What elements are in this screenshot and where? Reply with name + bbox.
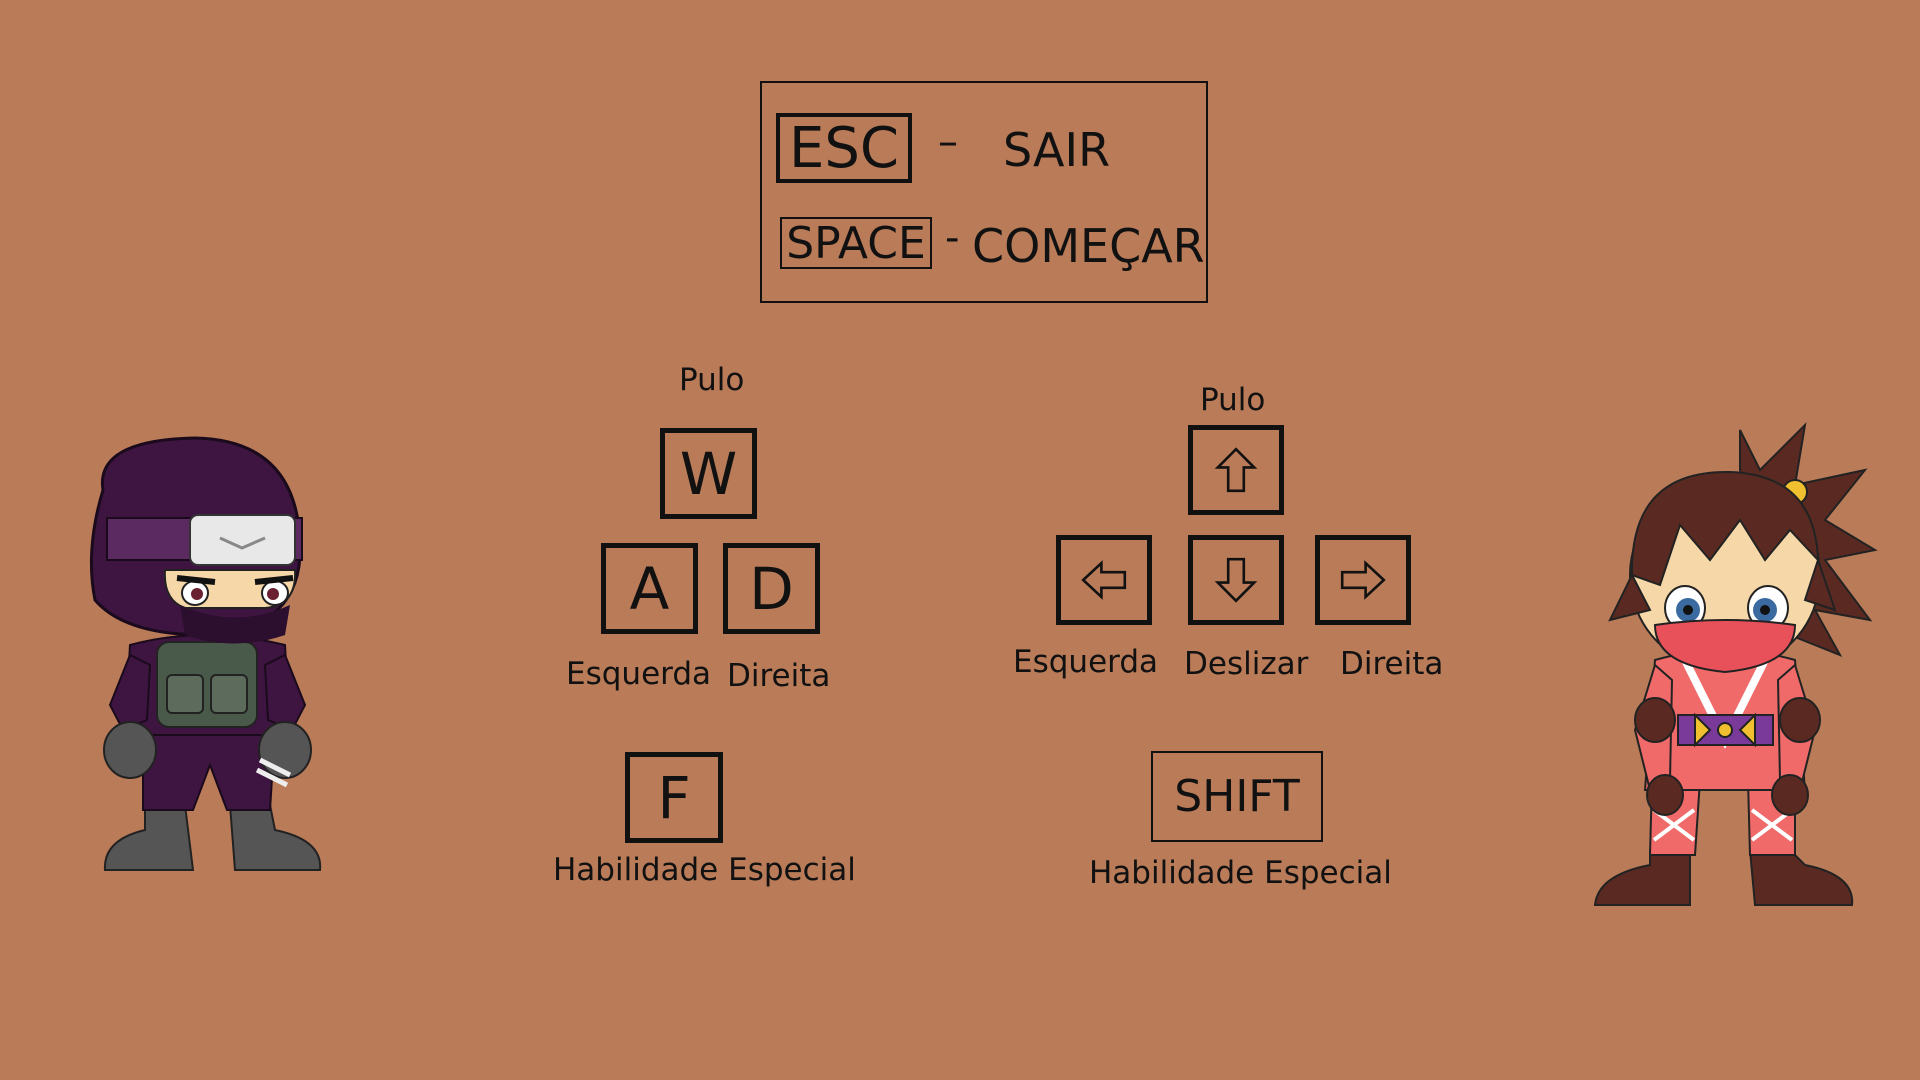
ninja-mask bbox=[180, 605, 290, 644]
arrow-left-icon bbox=[1081, 560, 1127, 600]
ninja-left-arm bbox=[108, 653, 152, 732]
kunoichi-hair-front bbox=[1630, 470, 1820, 587]
space-dash: - bbox=[945, 215, 960, 261]
esc-key[interactable]: ESC bbox=[776, 113, 912, 183]
p1-jump-label: Pulo bbox=[679, 362, 745, 398]
p2-left-label: Esquerda bbox=[1013, 644, 1159, 680]
arrow-right-icon bbox=[1340, 560, 1386, 600]
right-arrow-key[interactable] bbox=[1315, 535, 1411, 625]
up-arrow-key[interactable] bbox=[1188, 425, 1284, 515]
kunoichi-left-glove bbox=[1634, 697, 1676, 743]
space-key[interactable]: SPACE bbox=[780, 217, 932, 269]
ninja-right-glove bbox=[258, 721, 312, 779]
p1-right-label: Direita bbox=[727, 658, 831, 694]
kunoichi-right-boot bbox=[1748, 849, 1854, 906]
p1-left-label: Esquerda bbox=[566, 656, 712, 692]
w-key[interactable]: W bbox=[660, 428, 757, 519]
kunoichi-bow bbox=[1694, 712, 1756, 748]
ninja-left-boot bbox=[103, 804, 195, 871]
p2-right-label: Direita bbox=[1340, 646, 1444, 682]
shift-key[interactable]: SHIFT bbox=[1151, 751, 1323, 842]
kunoichi-right-glove bbox=[1779, 697, 1821, 743]
ninja-right-arm bbox=[263, 653, 307, 732]
ninja-forehead-plate bbox=[189, 514, 296, 566]
purple-ninja-character bbox=[89, 436, 322, 871]
ninja-right-boot bbox=[228, 804, 322, 871]
esc-action-label: SAIR bbox=[1003, 123, 1111, 177]
f-key[interactable]: F bbox=[625, 752, 723, 843]
left-arrow-key[interactable] bbox=[1056, 535, 1152, 625]
red-kunoichi-character bbox=[1593, 422, 1878, 906]
ninja-legs bbox=[142, 729, 277, 811]
p1-special-label: Habilidade Especial bbox=[553, 852, 856, 888]
p2-jump-label: Pulo bbox=[1200, 382, 1266, 418]
arrow-up-icon bbox=[1214, 447, 1258, 493]
p2-special-label: Habilidade Especial bbox=[1089, 855, 1392, 891]
kunoichi-left-boot bbox=[1593, 849, 1691, 906]
space-action-label: COMEÇAR bbox=[972, 219, 1205, 273]
menu-panel: ESC – SAIR SPACE - COMEÇAR bbox=[760, 81, 1208, 303]
arrow-down-icon bbox=[1214, 557, 1258, 603]
d-key[interactable]: D bbox=[723, 543, 820, 634]
kunoichi-mask bbox=[1653, 619, 1797, 674]
ninja-left-glove bbox=[103, 721, 157, 779]
down-arrow-key[interactable] bbox=[1188, 535, 1284, 625]
p2-down-label: Deslizar bbox=[1184, 646, 1309, 682]
a-key[interactable]: A bbox=[601, 543, 698, 634]
esc-dash: – bbox=[938, 119, 958, 165]
